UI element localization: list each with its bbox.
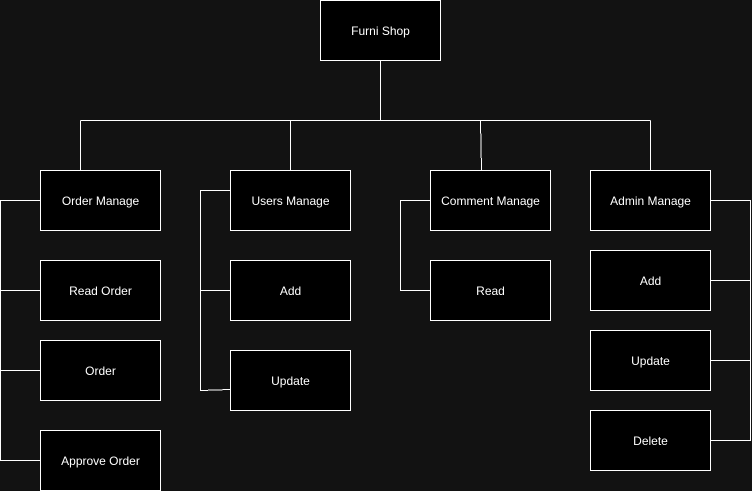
branch-node-order-manage: Order Manage xyxy=(40,170,161,231)
connector-drop-comment xyxy=(480,120,482,171)
leaf-node-admin-update: Update xyxy=(590,330,711,391)
connector-admin-spine xyxy=(711,200,751,441)
leaf-node-users-add: Add xyxy=(230,260,351,321)
branch-node-users-manage: Users Manage xyxy=(230,170,351,231)
branch-node-admin-manage: Admin Manage xyxy=(590,170,711,231)
leaf-node-admin-delete: Delete xyxy=(590,410,711,471)
leaf-node-approve-order: Approve Order xyxy=(40,430,161,491)
leaf-node-admin-add: Add xyxy=(590,250,711,311)
leaf-node-comment-read: Read xyxy=(430,260,551,321)
connector-order-spine xyxy=(0,200,40,461)
leaf-node-read-order: Read Order xyxy=(40,260,161,321)
root-node: Furni Shop xyxy=(320,0,441,61)
leaf-node-users-update: Update xyxy=(230,350,351,411)
leaf-node-order: Order xyxy=(40,340,161,401)
branch-node-comment-manage: Comment Manage xyxy=(430,170,551,231)
connector-comment-spine xyxy=(400,200,430,291)
